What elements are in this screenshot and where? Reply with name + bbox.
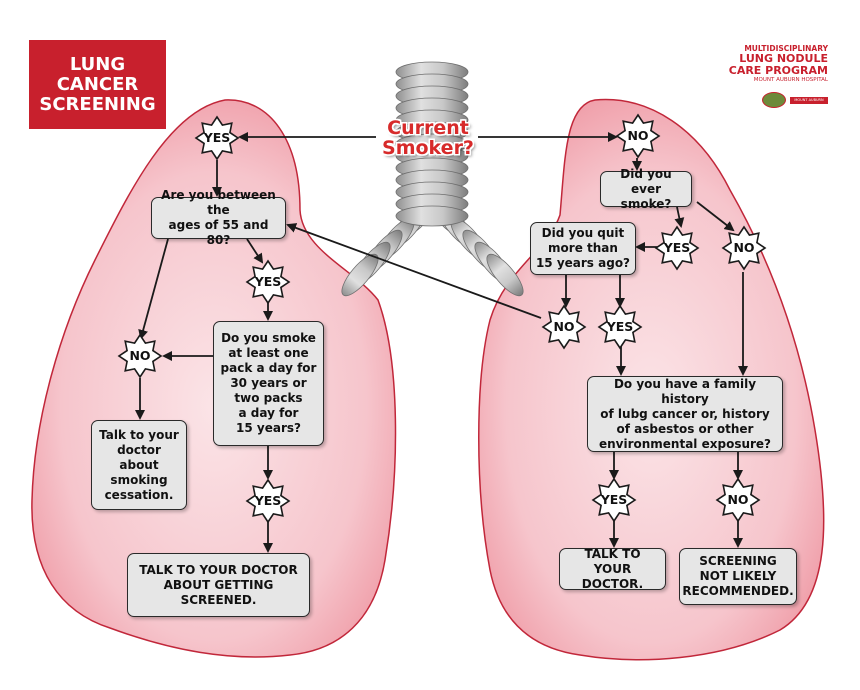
pack-line-7: 15 years? <box>236 421 301 435</box>
quit-line-3: 15 years ago? <box>535 256 631 270</box>
star-burst-yes-right-quit <box>597 304 643 350</box>
get-screened-box: TALK TO YOUR DOCTOR ABOUT GETTING SCREEN… <box>127 553 310 617</box>
yes-label-left-top: YES <box>203 130 231 145</box>
star-burst-no-right-quit <box>541 304 587 350</box>
yes-label-left-mid: YES <box>254 274 282 289</box>
star-burst-no-right-family <box>715 477 761 523</box>
family-line-2: of lubg cancer or, history <box>600 406 770 421</box>
trachea-ring <box>395 205 469 227</box>
cessation-line-4: smoking <box>110 472 168 487</box>
title-badge: LUNG CANCER SCREENING <box>29 40 166 129</box>
pack-line-3: pack a day for <box>220 361 317 375</box>
quit-line-2: more than <box>548 241 618 255</box>
question-line-2: Smoker? <box>382 137 474 159</box>
yes-label-right-quit: YES <box>606 319 634 334</box>
star-burst-no-left <box>117 333 163 379</box>
yes-label-left-bottom: YES <box>254 493 282 508</box>
family-line-4: environmental exposure? <box>598 436 772 451</box>
pack-line-6: a day for <box>238 406 299 420</box>
cessation-line-1: Talk to your <box>99 427 179 442</box>
notrec-line-3: RECOMMENDED. <box>682 584 794 598</box>
program-logo: MULTIDISCIPLINARY LUNG NODULE CARE PROGR… <box>718 44 828 112</box>
arrow-age-to-yes <box>246 238 264 264</box>
star-burst-yes-left-top <box>194 115 240 161</box>
title-line-2: CANCER <box>56 73 139 95</box>
title-line-3: SCREENING <box>39 93 156 115</box>
logo-line-3: CARE PROGRAM <box>728 64 828 77</box>
no-label-left: NO <box>129 348 151 363</box>
current-smoker-question: Current Smoker? <box>370 118 486 158</box>
talk-line-2: DOCTOR. <box>581 576 644 591</box>
yes-label-right-ever: YES <box>663 240 691 255</box>
cessation-line-3: about <box>119 457 159 472</box>
seal-text: MOUNT AUBURN HOSPITAL <box>790 96 828 109</box>
right-bronchus-ring <box>486 253 524 297</box>
no-label-right-quit: NO <box>553 319 575 334</box>
pack-line-5: two packs <box>234 391 303 405</box>
left-bronchus-ring <box>341 253 379 297</box>
quit-question-box: Did you quit more than 15 years ago? <box>530 222 636 275</box>
age-line-1: Are you between the <box>161 188 276 217</box>
no-label-right-ever: NO <box>733 240 755 255</box>
pack-years-question-box: Do you smoke at least one pack a day for… <box>213 321 324 446</box>
hospital-seal: MOUNT AUBURN HOSPITAL <box>762 92 828 109</box>
star-burst-no-right-ever <box>721 225 767 271</box>
pack-line-2: at least one <box>228 346 309 360</box>
cessation-box: Talk to your doctor about smoking cessat… <box>91 420 187 510</box>
pack-line-4: 30 years or <box>230 376 307 390</box>
star-burst-yes-left-mid <box>245 259 291 305</box>
star-burst-no-right-top <box>615 113 661 159</box>
arrow-no-to-age <box>286 223 542 319</box>
star-bursts <box>117 113 767 524</box>
connectors <box>135 132 748 553</box>
family-line-3: of asbestos or other <box>616 421 754 436</box>
title-line-1: LUNG <box>69 53 126 75</box>
trachea <box>341 61 524 297</box>
family-history-question-box: Do you have a family history of lubg can… <box>587 376 783 452</box>
talk-to-doctor-box: TALK TO YOUR DOCTOR. <box>559 546 666 591</box>
question-line-1: Current <box>387 117 469 139</box>
ever-line-2: smoke? <box>620 196 672 211</box>
logo-line-2: LUNG NODULE <box>739 52 828 65</box>
age-line-2: ages of 55 and 80? <box>168 218 269 247</box>
no-label-right-family: NO <box>727 492 749 507</box>
arrow-ever-to-yes <box>674 206 685 228</box>
talk-line-1: TALK TO YOUR <box>584 546 641 576</box>
not-recommended-box: SCREENING NOT LIKELY RECOMMENDED. <box>679 548 797 605</box>
logo-line-4: MOUNT AUBURN HOSPITAL <box>753 77 828 83</box>
screened-line-1: TALK TO YOUR DOCTOR <box>139 562 298 577</box>
star-burst-yes-right-ever <box>654 225 700 271</box>
family-line-1: Do you have a family history <box>613 376 757 406</box>
yes-label-right-family: YES <box>600 492 628 507</box>
arrow-age-to-no <box>138 238 169 340</box>
arrow-ever-to-no <box>696 201 735 232</box>
pack-line-1: Do you smoke <box>221 331 316 345</box>
star-burst-yes-right-family <box>591 477 637 523</box>
quit-line-1: Did you quit <box>541 226 625 240</box>
cessation-line-5: cessation. <box>104 487 174 502</box>
notrec-line-2: NOT LIKELY <box>699 569 777 583</box>
logo-line-1: MULTIDISCIPLINARY <box>744 44 828 53</box>
ever-smoke-question-box: Did you ever smoke? <box>600 167 692 211</box>
screened-line-2: ABOUT GETTING <box>163 577 274 592</box>
no-label-right-top: NO <box>627 128 649 143</box>
cessation-line-2: doctor <box>117 442 161 457</box>
ever-line-1: Did you ever <box>620 166 672 196</box>
age-question-box: Are you between the ages of 55 and 80? <box>151 188 286 247</box>
screened-line-3: SCREENED. <box>180 592 257 607</box>
notrec-line-1: SCREENING <box>699 554 777 568</box>
star-burst-yes-left-bottom <box>245 478 291 524</box>
seal-icon <box>762 92 786 108</box>
